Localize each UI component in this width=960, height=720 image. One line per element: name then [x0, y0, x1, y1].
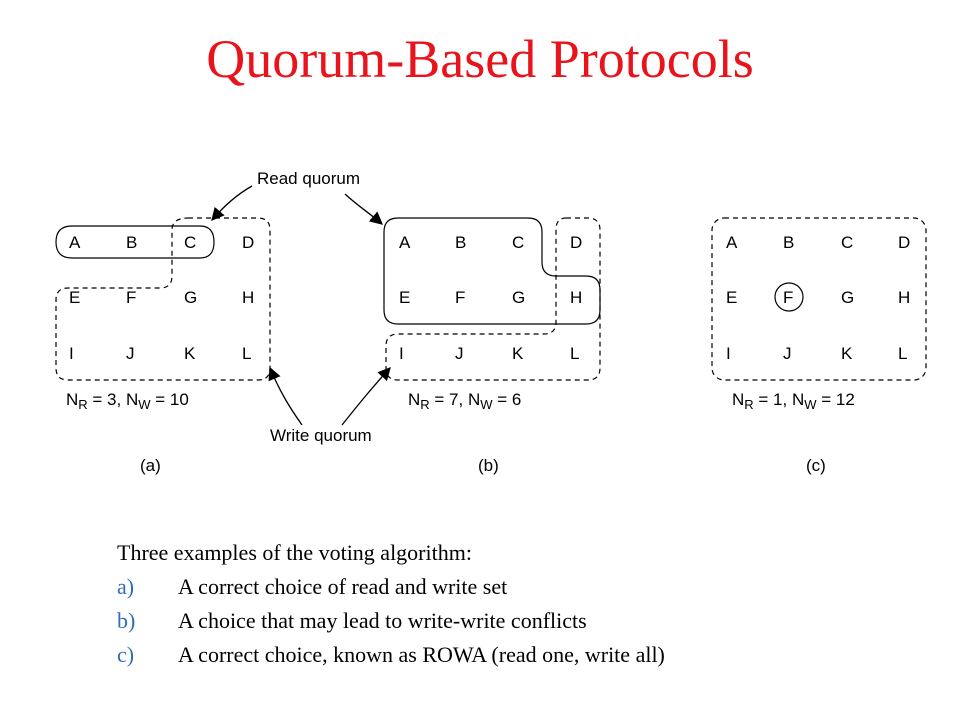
node-label: F	[126, 288, 136, 307]
nw-value-a: 10	[170, 390, 189, 409]
node-label: J	[126, 344, 135, 363]
write-quorum-label: Write quorum	[270, 426, 372, 445]
node-label: H	[242, 288, 254, 307]
node-label: L	[898, 344, 907, 363]
node-label: E	[399, 288, 410, 307]
list-marker: a)	[117, 574, 135, 599]
node-label: B	[126, 233, 137, 252]
node-label: D	[898, 233, 910, 252]
panel-label-b: (b)	[478, 456, 499, 475]
page-title: Quorum-Based Protocols	[206, 29, 754, 89]
read-quorum-boundary-a	[55, 225, 215, 259]
list-text: A choice that may lead to write-write co…	[178, 608, 587, 633]
nr-value-a: 3	[107, 390, 116, 409]
write-quorum-boundary-b	[385, 217, 601, 381]
node-label: B	[783, 233, 794, 252]
quorum-sizes-b: NR = 7, NW = 6	[408, 390, 521, 412]
read-quorum-arrow-a	[211, 185, 253, 221]
node-label: A	[69, 233, 81, 252]
node-label: L	[570, 344, 579, 363]
panel-a: A B C D E F G H I J K L NR = 3, NW = 10 …	[55, 217, 271, 475]
nw-value-b: 6	[512, 390, 521, 409]
node-label: J	[783, 344, 792, 363]
node-label: I	[399, 344, 404, 363]
read-quorum-boundary-c	[774, 282, 804, 312]
node-label: G	[841, 288, 854, 307]
caption-intro: Three examples of the voting algorithm:	[117, 540, 472, 565]
node-label: K	[512, 344, 524, 363]
node-label: F	[783, 288, 793, 307]
read-quorum-arrow-b	[344, 193, 383, 225]
node-label: K	[184, 344, 196, 363]
node-label: L	[242, 344, 251, 363]
panel-label-a: (a)	[140, 456, 161, 475]
node-label: D	[242, 233, 254, 252]
node-label: G	[184, 288, 197, 307]
node-label: C	[841, 233, 853, 252]
quorum-sizes-a: NR = 3, NW = 10	[66, 390, 189, 412]
node-label: D	[570, 233, 582, 252]
node-label: K	[841, 344, 853, 363]
node-label: E	[69, 288, 80, 307]
list-marker: b)	[117, 608, 136, 633]
nr-value-b: 7	[449, 390, 458, 409]
node-label: B	[455, 233, 466, 252]
node-label: C	[512, 233, 524, 252]
read-quorum-label: Read quorum	[257, 169, 360, 188]
list-item: b) A choice that may lead to write-write…	[117, 608, 587, 636]
node-label: F	[455, 288, 465, 307]
list-item: a) A correct choice of read and write se…	[117, 574, 507, 602]
node-label: J	[455, 344, 464, 363]
node-label: G	[512, 288, 525, 307]
write-quorum-boundary-a	[55, 217, 271, 381]
node-label: A	[726, 233, 738, 252]
write-quorum-arrow-b	[341, 367, 391, 426]
caption-list: a) A correct choice of read and write se…	[117, 574, 665, 670]
caption: Three examples of the voting algorithm: …	[117, 540, 665, 676]
nr-value-c: 1	[773, 390, 782, 409]
node-label: I	[726, 344, 731, 363]
panel-c: A B C D E F G H I J K L NR = 1, NW = 12 …	[711, 217, 927, 475]
panel-label-c: (c)	[806, 456, 826, 475]
panel-b: A B C D E F G H I J K L NR = 7, NW = 6 (…	[383, 217, 601, 475]
write-quorum-boundary-c	[711, 217, 927, 381]
list-marker: c)	[117, 642, 135, 667]
write-quorum-arrow-a	[268, 366, 303, 426]
node-label: E	[726, 288, 737, 307]
node-label: I	[69, 344, 74, 363]
list-text: A correct choice, known as ROWA (read on…	[178, 642, 665, 667]
node-label: H	[570, 288, 582, 307]
read-quorum-boundary-b	[383, 217, 601, 325]
node-label: H	[898, 288, 910, 307]
node-label: A	[399, 233, 411, 252]
node-label: C	[184, 233, 196, 252]
nw-value-c: 12	[836, 390, 855, 409]
quorum-sizes-c: NR = 1, NW = 12	[732, 390, 855, 412]
list-item: c) A correct choice, known as ROWA (read…	[117, 642, 665, 670]
list-text: A correct choice of read and write set	[178, 574, 508, 599]
